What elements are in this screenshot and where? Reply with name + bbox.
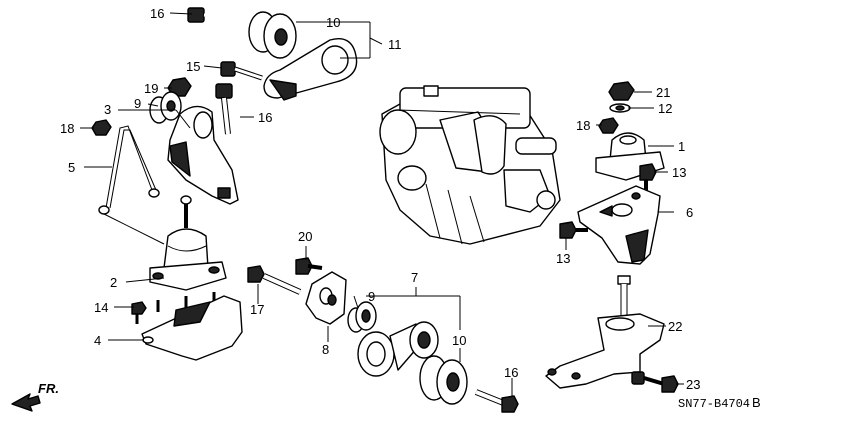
callout-2: 2 (110, 275, 117, 290)
rubber-bushing-10-bottom (419, 355, 468, 405)
bracket-8 (305, 271, 347, 325)
callout-19: 19 (144, 81, 158, 96)
callout-16-bottom: 16 (504, 365, 518, 380)
callout-23: 23 (686, 377, 700, 392)
mount-bracket-11 (263, 38, 358, 101)
callout-5: 5 (68, 160, 75, 175)
bolt-13-left (559, 221, 588, 239)
torque-rod-7 (357, 321, 439, 377)
callout-3: 3 (104, 102, 111, 117)
callout-21: 21 (656, 85, 670, 100)
rubber-bushing-10-top (248, 11, 297, 59)
bolt-23 (631, 371, 679, 393)
bracket-4 (141, 292, 243, 361)
callout-6: 6 (686, 205, 693, 220)
callout-9-right: 9 (368, 289, 375, 304)
bracket-3 (167, 105, 239, 205)
callout-15: 15 (186, 59, 200, 74)
callout-22: 22 (668, 319, 682, 334)
callout-9-left: 9 (134, 96, 141, 111)
callout-1: 1 (678, 139, 685, 154)
callout-16-top: 16 (150, 6, 164, 21)
callout-13-right: 13 (672, 165, 686, 180)
bolt-16-bottom (474, 389, 519, 413)
bushing-9-right (347, 301, 377, 333)
callout-20: 20 (298, 229, 312, 244)
bushing-9-left (149, 91, 182, 124)
callout-18-right: 18 (576, 118, 590, 133)
callout-7: 7 (411, 270, 418, 285)
bracket-6 (577, 185, 661, 265)
callout-11: 11 (388, 37, 402, 52)
callout-8: 8 (322, 342, 329, 357)
bolt-16-vertical (215, 83, 233, 135)
callout-18-left: 18 (60, 121, 74, 136)
bolt-14 (131, 301, 147, 324)
washer-12 (609, 103, 631, 113)
bolt-16-top (187, 7, 241, 23)
stay-5 (98, 125, 160, 215)
bolt-17 (247, 265, 302, 295)
nut-18-right (598, 117, 619, 134)
callout-14: 14 (94, 300, 108, 315)
callout-labels: 16 10 11 15 19 9 3 18 16 5 2 14 4 20 17 … (60, 6, 700, 392)
front-arrow-icon (11, 393, 41, 412)
front-label: FR. (38, 381, 59, 396)
bolt-15 (220, 61, 263, 81)
callout-16-mid: 16 (258, 110, 272, 125)
callout-4: 4 (94, 333, 101, 348)
leader-lines (80, 12, 684, 396)
bracket-22 (545, 275, 665, 389)
callout-10-bottom: 10 (452, 333, 466, 348)
engine-mount-2 (149, 195, 227, 291)
callout-10-top: 10 (326, 15, 340, 30)
nut-21 (608, 81, 635, 101)
diagram-code-text: SN77-B4704 (678, 397, 750, 411)
diagram-code: SN77-B4704 B (678, 395, 761, 411)
nut-18-left (91, 119, 112, 136)
callout-17: 17 (250, 302, 264, 317)
front-direction-indicator: FR. (11, 381, 59, 412)
callout-13-left: 13 (556, 251, 570, 266)
engine-block (379, 85, 561, 245)
bolt-20 (295, 257, 323, 275)
diagram-code-suffix: B (752, 395, 761, 410)
callout-12: 12 (658, 101, 672, 116)
